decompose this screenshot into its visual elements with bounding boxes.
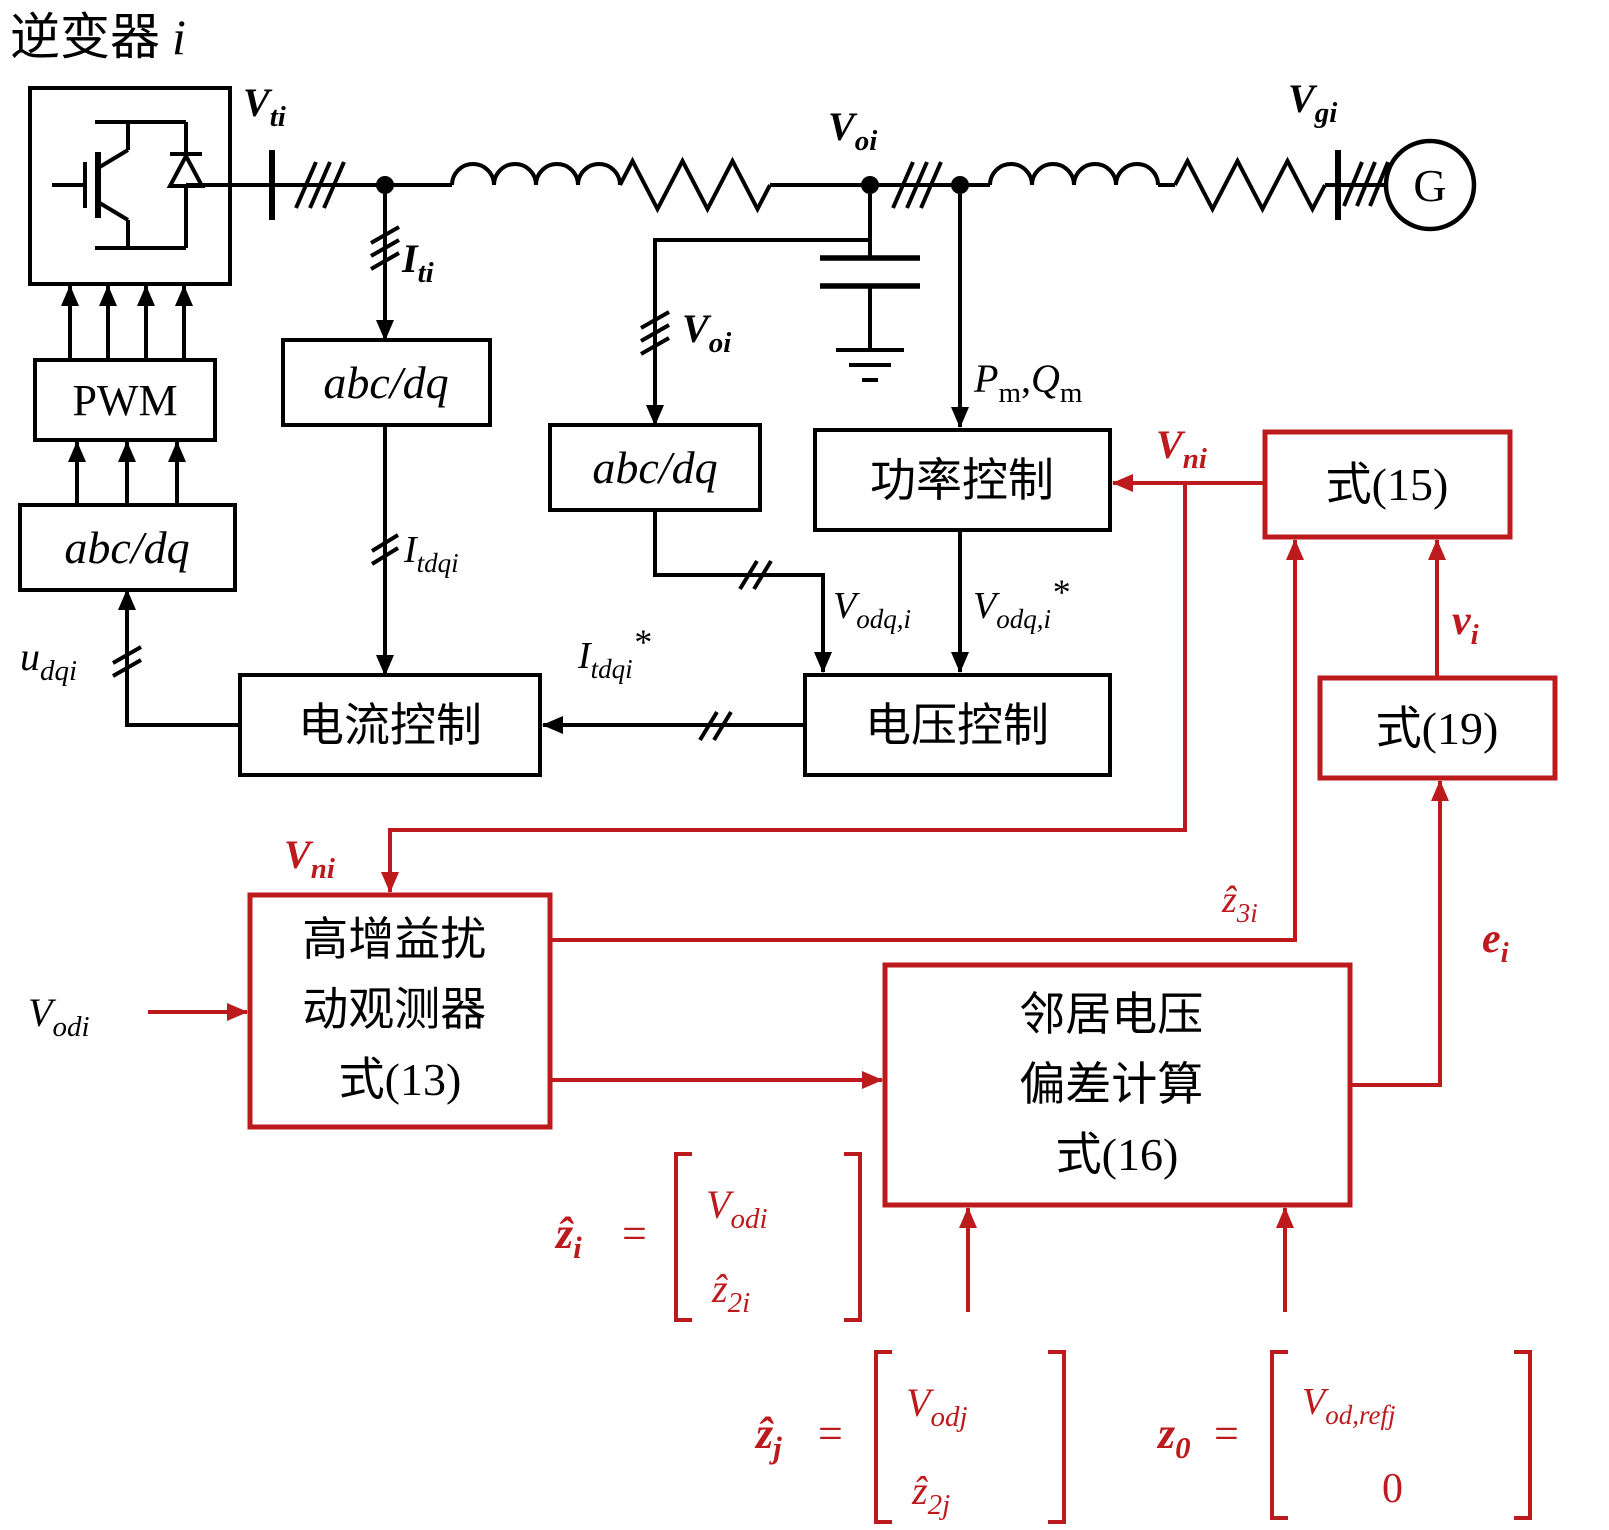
three-phase-slash-icon — [1342, 161, 1390, 207]
label-udqi: udqi — [20, 634, 77, 687]
eq15-block: 式(15) — [1262, 429, 1513, 540]
zj-row2: ẑ2j — [911, 1468, 950, 1521]
abc-dq-block-current: abc/dq — [281, 338, 492, 427]
z0-head: z0 — [1156, 1409, 1191, 1465]
label-z3i: ẑ3i — [1221, 879, 1258, 928]
label-vodi-input: Vodi — [28, 990, 90, 1043]
label-voi-node: Voi — [828, 104, 877, 157]
voltage-control-label: 电压控制 — [865, 700, 1049, 751]
ei-line — [1350, 780, 1449, 1087]
label-itdqi: Itdqi — [403, 529, 459, 578]
z0-row1: Vod,refj — [1302, 1381, 1395, 1430]
equals-sign: = — [818, 1409, 843, 1458]
bracket-right — [1514, 1350, 1532, 1520]
zj-row1: Vodj — [906, 1380, 968, 1433]
inverter-box — [28, 86, 232, 286]
equals-sign: = — [1214, 1409, 1239, 1458]
node-dot — [861, 176, 879, 194]
label-vi: vi — [1452, 598, 1479, 651]
generator-icon — [1383, 138, 1477, 232]
resistor-icon — [1173, 156, 1327, 214]
dq-slash-icon — [698, 710, 733, 742]
label-vgi: Vgi — [1288, 76, 1337, 129]
abc-dq-label: abc/dq — [592, 442, 717, 493]
observer-block: 高增益扰 动观测器 式(13) — [247, 892, 553, 1130]
equals-sign: = — [622, 1209, 647, 1258]
diode-icon — [166, 122, 206, 248]
modulation-arrows — [68, 441, 186, 505]
power-control-label: 功率控制 — [870, 455, 1054, 506]
abc-dq-block-pwm: abc/dq — [18, 503, 237, 592]
generator-label: G — [1413, 160, 1446, 211]
voltage-control-block: 电压控制 — [803, 673, 1112, 777]
ground-icon — [836, 348, 904, 382]
udqi-line — [112, 589, 240, 727]
abc-dq-label: abc/dq — [64, 522, 189, 573]
vodqi-line — [653, 510, 832, 673]
label-pm-qm: Pm,Qm — [973, 356, 1083, 409]
z0-row2: 0 — [1382, 1466, 1403, 1512]
three-phase-slash-icon — [370, 225, 400, 271]
bus-line — [230, 156, 1386, 214]
zj-head: ẑj — [754, 1409, 782, 1465]
bracket-right — [1048, 1350, 1066, 1524]
zi-row1: Vodi — [706, 1182, 768, 1235]
bracket-left — [1270, 1350, 1288, 1520]
neighbor-block: 邻居电压 偏差计算 式(16) — [882, 962, 1353, 1208]
zi-vector-label: ẑi = Vodi ẑ2i — [554, 1152, 862, 1322]
zi-row2: ẑ2i — [711, 1266, 750, 1319]
zi-head: ẑi — [554, 1209, 582, 1265]
label-vti: Vti — [243, 80, 286, 133]
inductor-icon — [988, 162, 1160, 186]
label-itdqi-ref: Itdqi* — [577, 622, 651, 684]
abc-dq-block-voltage: abc/dq — [548, 423, 762, 512]
label-vodqi-ref: Vodq,i* — [973, 572, 1069, 634]
z3i-line — [550, 539, 1304, 942]
bracket-left — [674, 1152, 692, 1322]
label-ei: ei — [1482, 916, 1509, 969]
node-dot — [951, 176, 969, 194]
current-control-block: 电流控制 — [238, 673, 542, 777]
igbt-icon — [52, 120, 230, 250]
eq19-label: 式(19) — [1376, 703, 1499, 754]
capacitor-icon — [820, 194, 920, 350]
zj-vector-label: ẑj = Vodj ẑ2j — [754, 1350, 1066, 1524]
label-vodqi: Vodq,i — [833, 585, 911, 634]
gate-arrows — [61, 285, 193, 360]
dq-slash-icon — [738, 559, 773, 591]
three-phase-slash-icon — [294, 161, 346, 209]
pwm-label: PWM — [72, 376, 177, 425]
bracket-left — [874, 1350, 892, 1524]
eq15-label: 式(15) — [1326, 459, 1449, 510]
resistor-icon — [618, 156, 772, 214]
three-phase-slash-icon — [891, 161, 943, 209]
bracket-right — [844, 1152, 862, 1322]
inductor-icon — [450, 162, 622, 186]
label-vni-top: Vni — [1156, 422, 1207, 475]
observer-label: 高增益扰 动观测器 式(13) — [302, 914, 498, 1105]
voi-branch — [640, 238, 868, 426]
vni-branch — [381, 483, 1187, 893]
label-voi-branch: Voi — [682, 306, 731, 359]
node-dot — [376, 176, 394, 194]
three-phase-slash-icon — [640, 310, 670, 356]
itdqi-ref-line — [542, 710, 805, 742]
red-links — [148, 474, 1449, 1312]
power-control-block: 功率控制 — [813, 428, 1112, 532]
dq-slash-icon — [112, 645, 142, 678]
iti-branch — [370, 194, 400, 341]
power-circuit — [61, 138, 1477, 742]
dq-slash-icon — [370, 533, 400, 566]
label-vni-observer: Vni — [284, 832, 335, 885]
current-control-label: 电流控制 — [298, 700, 482, 751]
z0-vector-label: z0 = Vod,refj 0 — [1156, 1350, 1532, 1520]
neighbor-label: 邻居电压 偏差计算 式(16) — [1019, 989, 1215, 1180]
label-iti: Iti — [401, 236, 434, 289]
abc-dq-label: abc/dq — [323, 357, 448, 408]
pwm-block: PWM — [33, 358, 217, 442]
eq19-block: 式(19) — [1317, 675, 1558, 781]
itdqi-line — [370, 425, 400, 676]
